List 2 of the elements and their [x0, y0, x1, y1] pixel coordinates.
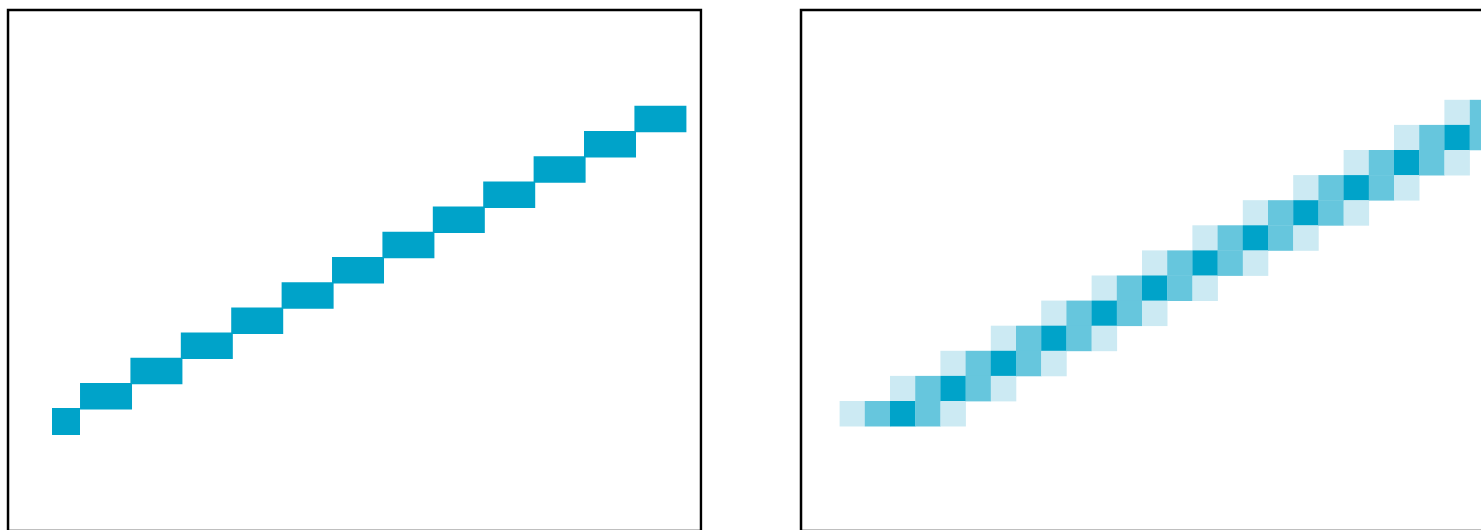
panel-frame	[799, 8, 1481, 530]
panel-frame	[6, 8, 703, 530]
